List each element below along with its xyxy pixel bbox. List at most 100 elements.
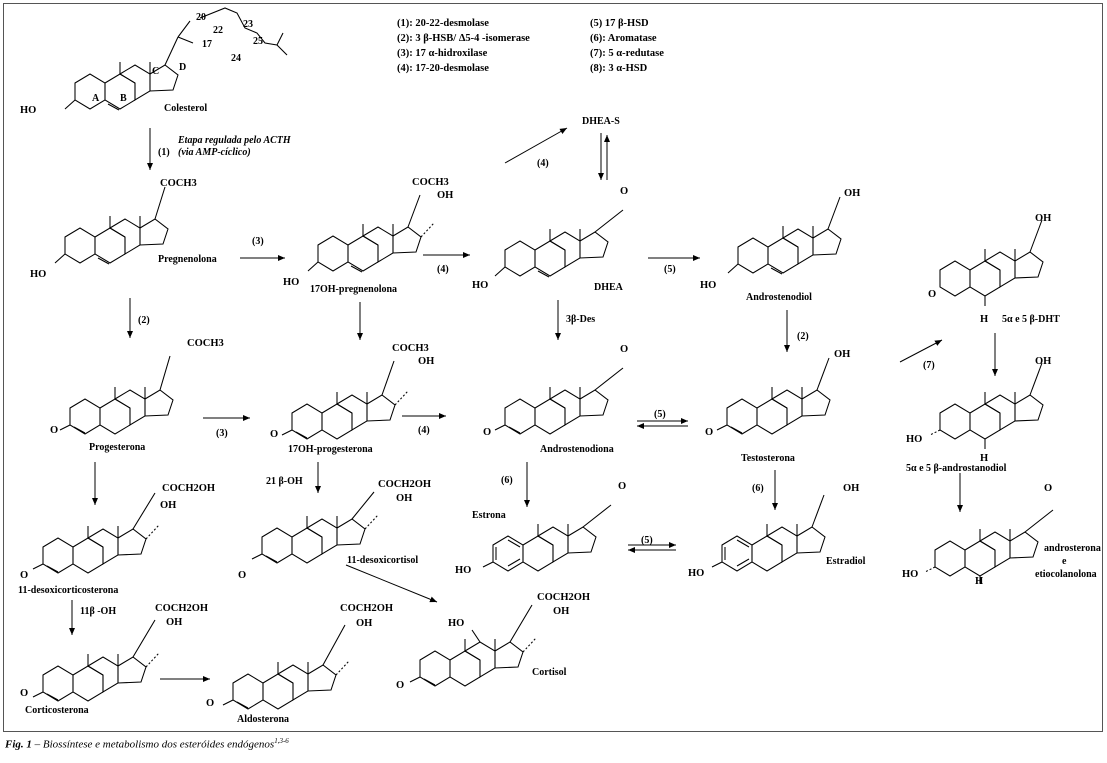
- group-label: COCH3: [187, 338, 224, 349]
- enzyme-label: (2): [797, 331, 809, 342]
- ring-label-c: C: [152, 66, 159, 77]
- group-label: OH: [1035, 356, 1051, 367]
- caption-text: – Biossíntese e metabolismo dos esteróid…: [31, 738, 275, 751]
- compound-label-cortisol: Cortisol: [532, 667, 567, 678]
- regulation-note: (via AMP-cíclico): [178, 147, 251, 158]
- group-label: HO: [448, 618, 464, 629]
- group-label: COCH3: [412, 177, 449, 188]
- compound-label-progesterona: Progesterona: [89, 442, 145, 453]
- compound-label-etiocolanolona: etiocolanolona: [1035, 569, 1097, 580]
- compound-label-androstanodiol: 5α e 5 β-androstanodiol: [906, 463, 1007, 474]
- legend-item: (6): Aromatase: [590, 33, 657, 44]
- compound-label-colesterol: Colesterol: [164, 103, 207, 114]
- group-label: OH: [834, 349, 850, 360]
- enzyme-label: (7): [923, 360, 935, 371]
- carbon-number: 20: [196, 12, 206, 23]
- figure-frame: [3, 3, 1103, 732]
- legend-item: (4): 17-20-desmolase: [397, 63, 489, 74]
- group-label: O: [705, 427, 713, 438]
- compound-label-corticosterona: Corticosterona: [25, 705, 89, 716]
- legend-item: (3): 17 α-hidroxilase: [397, 48, 488, 59]
- group-label: O: [206, 698, 214, 709]
- structure-11-desoxicortisol: [251, 491, 379, 564]
- group-label: HO: [902, 569, 918, 580]
- enzyme-label: (1): [158, 147, 170, 158]
- compound-label-dhea-s: DHEA-S: [582, 116, 620, 127]
- reaction-arrow: [345, 564, 438, 603]
- compound-label-estrona: Estrona: [472, 510, 506, 521]
- enzyme-label: (4): [437, 264, 449, 275]
- group-label: O: [620, 344, 628, 355]
- enzyme-label: (5): [664, 264, 676, 275]
- structure-17oh-pregnenolona: [307, 194, 435, 273]
- legend: (1): 20-22-desmolase (2): 3 β-HSB/ Δ5-4 …: [397, 18, 664, 74]
- structure-aldosterona: [222, 624, 350, 710]
- legend-item: (1): 20-22-desmolase: [397, 18, 489, 29]
- structure-cortisol: [409, 604, 537, 687]
- carbon-number: 22: [213, 25, 223, 36]
- enzyme-label: 21 β-OH: [266, 476, 303, 487]
- group-label: O: [50, 425, 58, 436]
- group-label: COCH3: [160, 178, 197, 189]
- group-label: COCH2OH: [378, 479, 431, 490]
- structure-estradiol: [711, 494, 826, 572]
- group-label: COCH2OH: [340, 603, 393, 614]
- group-label: O: [20, 570, 28, 581]
- group-label: H: [975, 576, 983, 587]
- steroid-pathway-diagram: (1): 20-22-desmolase (2): 3 β-HSB/ Δ5-4 …: [18, 7, 1101, 725]
- group-label: O: [270, 429, 278, 440]
- group-label: HO: [455, 565, 471, 576]
- compound-label-androsterona: e: [1062, 556, 1067, 567]
- carbon-number: 23: [243, 19, 253, 30]
- group-label: COCH2OH: [155, 603, 208, 614]
- structure-17oh-progesterona: [281, 360, 409, 440]
- group-label: OH: [160, 500, 176, 511]
- structure-estrona: [482, 504, 612, 572]
- carbon-number: 25: [253, 36, 263, 47]
- compound-label-estradiol: Estradiol: [826, 556, 866, 567]
- regulation-note: Etapa regulada pelo ACTH: [177, 135, 292, 146]
- structure-corticosterona: [32, 619, 160, 702]
- group-label: H: [980, 314, 988, 325]
- ring-label-a: A: [92, 93, 100, 104]
- compound-label-testosterona: Testosterona: [741, 453, 795, 464]
- group-label: OH: [844, 188, 860, 199]
- compound-label-11-desoxicorticosterona: 11-desoxicorticosterona: [18, 585, 118, 596]
- compound-label-pregnenolona: Pregnenolona: [158, 254, 217, 265]
- group-label: OH: [1035, 213, 1051, 224]
- group-label: O: [1044, 483, 1052, 494]
- enzyme-label: (5): [654, 409, 666, 420]
- structure-progesterona: [59, 355, 174, 435]
- compound-label-androsterona: androsterona: [1044, 543, 1101, 554]
- group-label: COCH3: [392, 343, 429, 354]
- compound-label-androstenodiona: Androstenodiona: [540, 444, 614, 455]
- group-label: O: [483, 427, 491, 438]
- compound-label-dhea: DHEA: [594, 282, 624, 293]
- group-label: OH: [166, 617, 182, 628]
- structure-dhea: [494, 209, 624, 278]
- reaction-arrow: [504, 127, 568, 164]
- legend-item: (8): 3 α-HSD: [590, 63, 648, 74]
- carbon-number: 17: [202, 39, 212, 50]
- compound-label-17oh-pregnenolona: 17OH-pregnenolona: [310, 284, 397, 295]
- structure-11-desoxicorticosterona: [32, 492, 160, 574]
- group-label: HO: [30, 269, 46, 280]
- enzyme-label: (6): [501, 475, 513, 486]
- enzyme-label: (2): [138, 315, 150, 326]
- compound-label-androstenodiol: Androstenodiol: [746, 292, 812, 303]
- figure-caption: Fig. 1 – Biossíntese e metabolismo dos e…: [5, 737, 289, 751]
- legend-item: (5) 17 β-HSD: [590, 18, 649, 29]
- group-label: HO: [906, 434, 922, 445]
- group-label: H: [980, 453, 988, 464]
- legend-item: (2): 3 β-HSB/ Δ5-4 -isomerase: [397, 33, 530, 44]
- enzyme-label: (4): [418, 425, 430, 436]
- figure-number: Fig. 1: [5, 738, 32, 751]
- group-label: COCH2OH: [162, 483, 215, 494]
- reaction-arrow: [899, 339, 943, 363]
- group-label: HO: [283, 277, 299, 288]
- enzyme-label: (3): [252, 236, 264, 247]
- legend-item: (7): 5 α-redutase: [590, 48, 664, 59]
- compound-label-17oh-progesterona: 17OH-progesterona: [288, 444, 373, 455]
- group-label: O: [928, 289, 936, 300]
- ring-label-d: D: [179, 62, 186, 73]
